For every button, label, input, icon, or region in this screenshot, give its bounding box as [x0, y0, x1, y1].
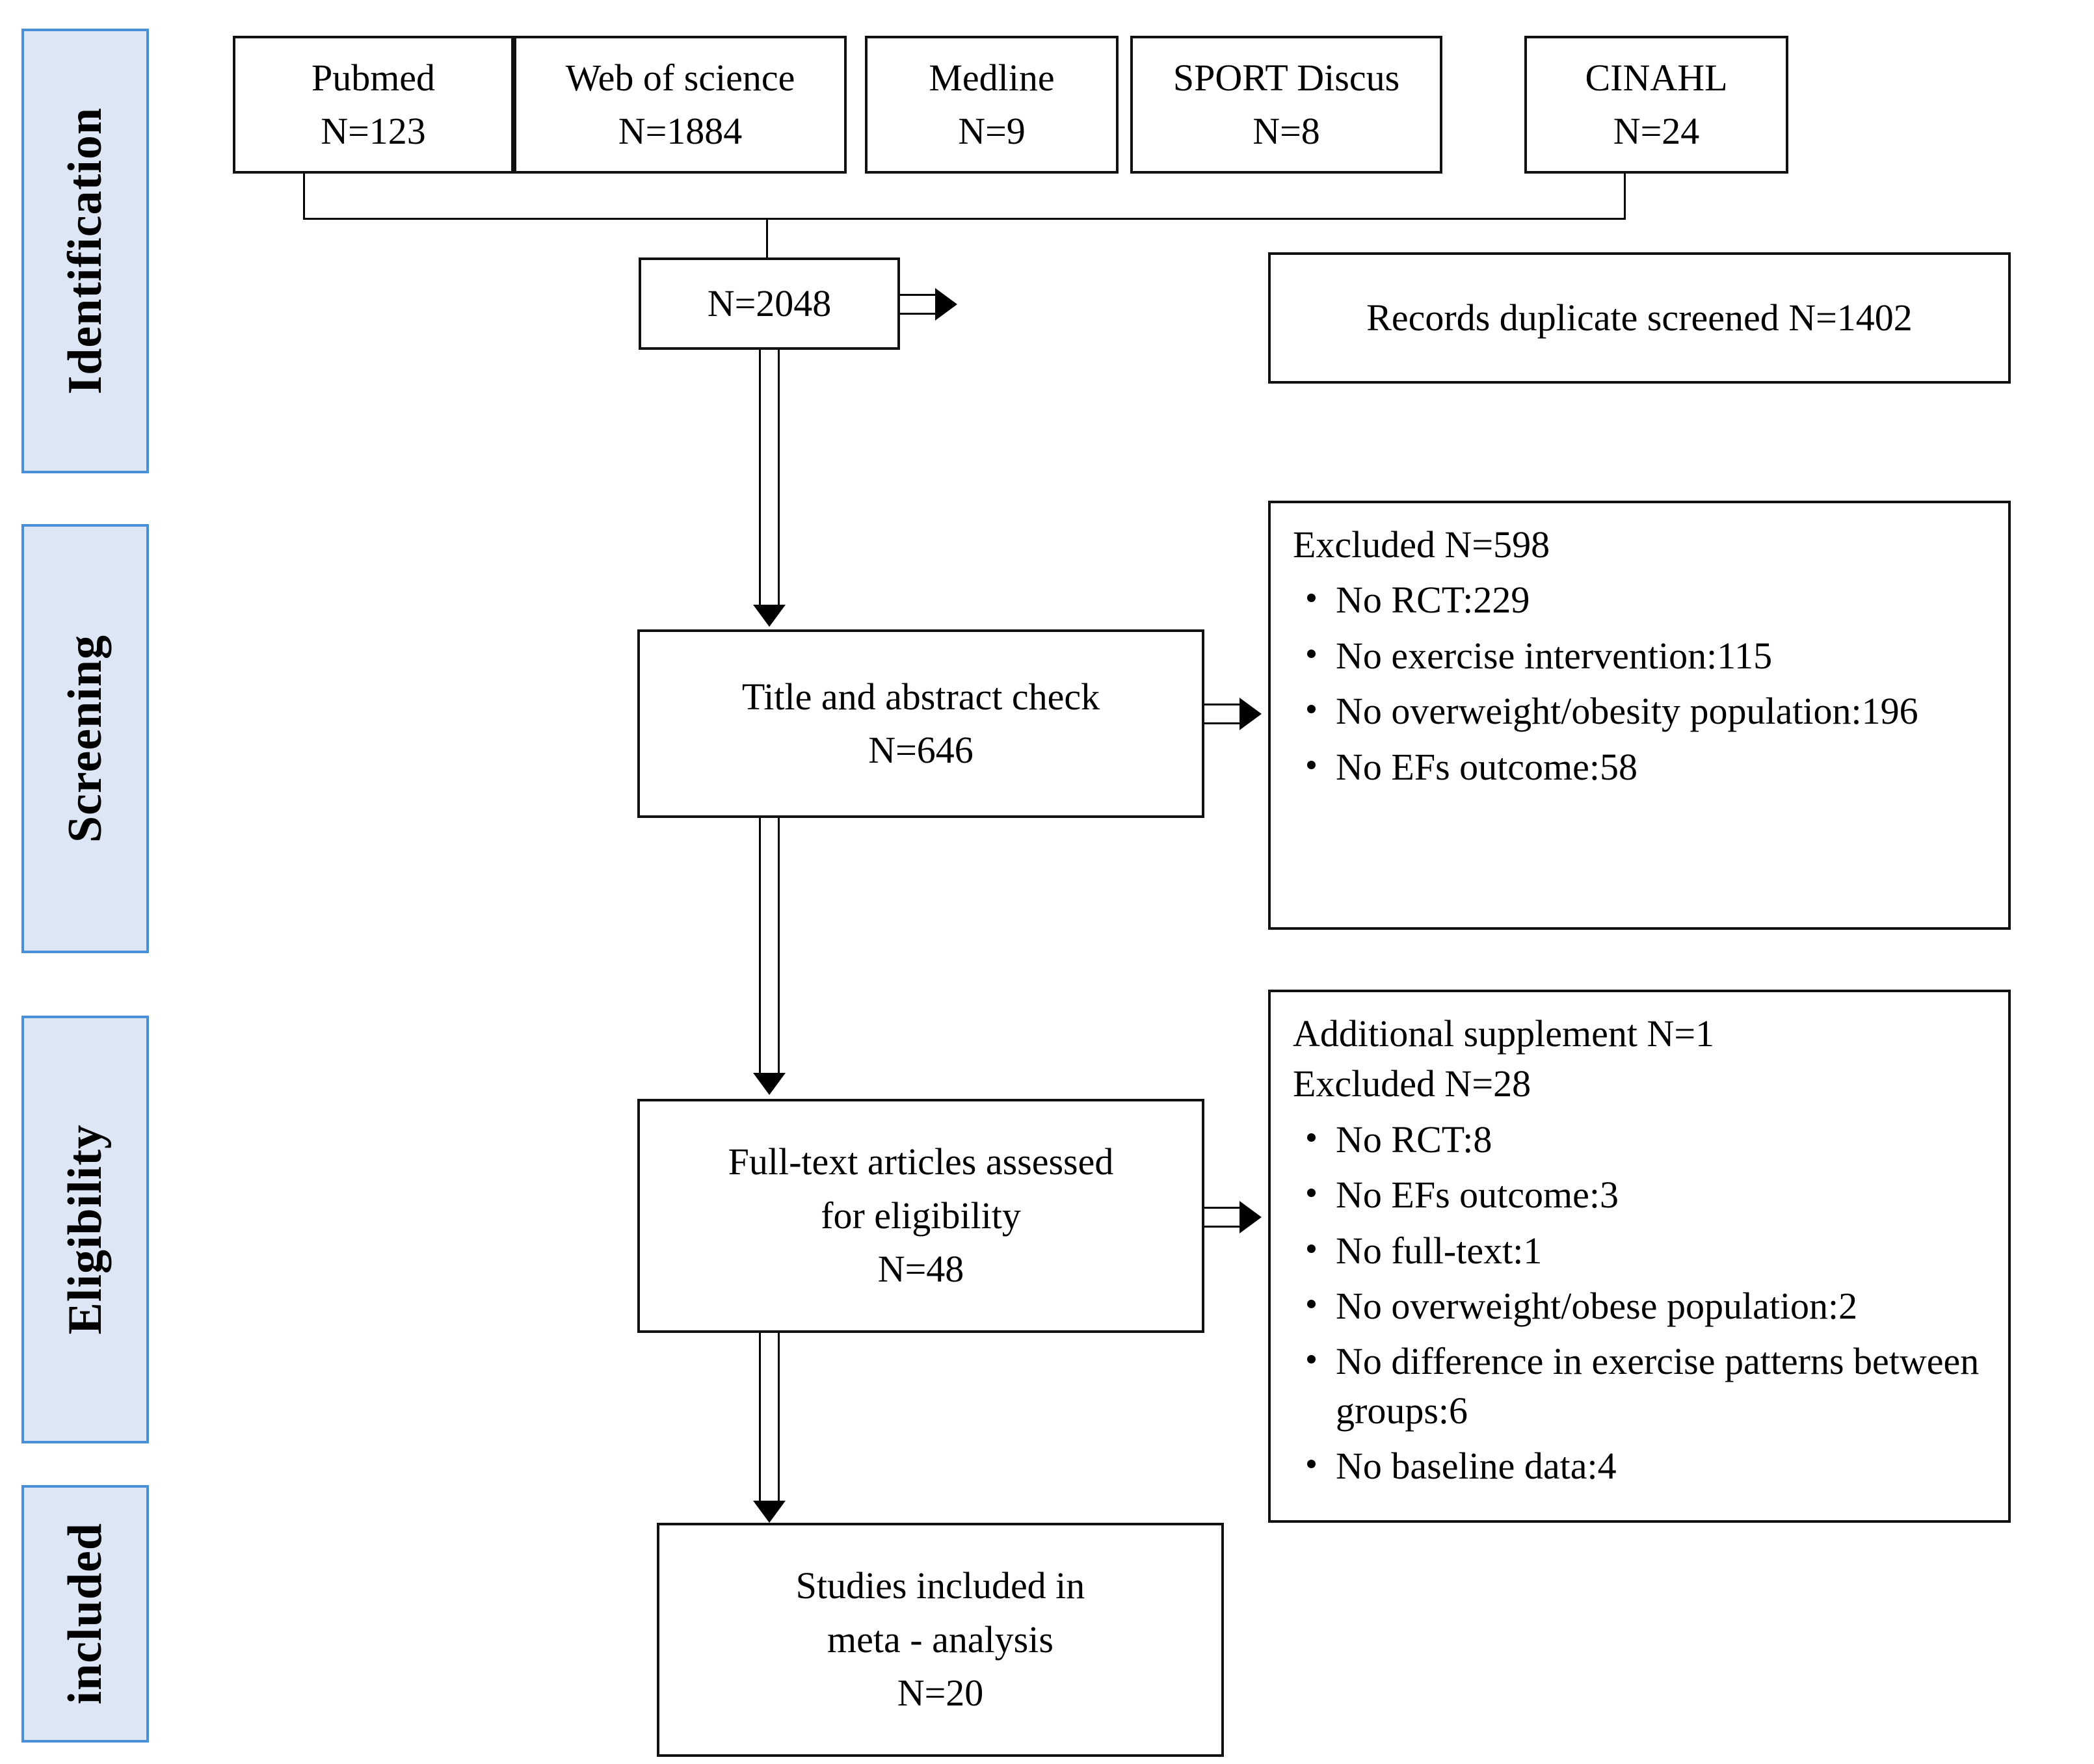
stage-label-included-text: included — [58, 1523, 112, 1705]
stage-label-eligibility-text: Eligibility — [58, 1124, 112, 1335]
arrow-to-eligibility-head — [753, 1073, 786, 1095]
source-name-sport-discus: SPORT Discus — [1173, 56, 1400, 99]
source-count-cinahl: N=24 — [1613, 110, 1700, 152]
arrow-screening-excluded-shaft — [1204, 704, 1242, 724]
arrow-to-screening-shaft — [759, 350, 780, 607]
arrow-to-included-head — [753, 1501, 786, 1523]
source-name-medline: Medline — [929, 56, 1055, 99]
stage-label-eligibility: Eligibility — [21, 1016, 149, 1443]
source-count-pubmed: N=123 — [321, 110, 426, 152]
list-item: No EFs outcome:58 — [1293, 743, 1989, 791]
list-item: No overweight/obesity population:196 — [1293, 687, 1989, 735]
screening-excluded-list: No RCT:229 No exercise intervention:115 … — [1293, 575, 1989, 791]
included-box-line2: meta - analysis — [827, 1618, 1054, 1661]
screening-box-line1: Title and abstract check — [741, 675, 1100, 718]
arrow-eligibility-excluded-shaft — [1204, 1207, 1242, 1228]
arrow-duplicates-head — [935, 288, 957, 321]
included-box: Studies included in meta - analysis N=20 — [657, 1523, 1224, 1757]
stage-label-included: included — [21, 1485, 149, 1743]
duplicates-text: Records duplicate screened N=1402 — [1366, 296, 1913, 339]
eligibility-excluded-header-2: Excluded N=28 — [1293, 1062, 1531, 1105]
arrow-screening-excluded-head — [1239, 698, 1262, 730]
eligibility-excluded-header-1: Additional supplement N=1 — [1293, 1012, 1715, 1055]
source-count-medline: N=9 — [958, 110, 1026, 152]
eligibility-box: Full-text articles assessed for eligibil… — [637, 1099, 1204, 1333]
arrow-to-screening-head — [753, 605, 786, 627]
arrow-to-eligibility-shaft — [759, 818, 780, 1075]
duplicates-box: Records duplicate screened N=1402 — [1268, 252, 2011, 384]
bracket-left-stub — [303, 174, 305, 219]
stage-label-identification: Identification — [21, 29, 149, 473]
eligibility-excluded-list: No RCT:8 No EFs outcome:3 No full-text:1… — [1293, 1115, 1989, 1491]
bracket-drop-line — [766, 218, 768, 258]
eligibility-box-line2: for eligibility — [821, 1194, 1021, 1237]
arrow-to-included-shaft — [759, 1333, 780, 1503]
list-item: No EFs outcome:3 — [1293, 1170, 1989, 1219]
list-item: No overweight/obese population:2 — [1293, 1282, 1989, 1330]
list-item: No difference in exercise patterns betwe… — [1293, 1337, 1989, 1435]
source-box-pubmed: Pubmed N=123 — [233, 36, 514, 174]
list-item: No full-text:1 — [1293, 1226, 1989, 1275]
eligibility-excluded-box: Additional supplement N=1 Excluded N=28 … — [1268, 990, 2011, 1523]
bracket-right-stub — [1624, 174, 1626, 219]
list-item: No RCT:8 — [1293, 1115, 1989, 1164]
screening-excluded-box: Excluded N=598 No RCT:229 No exercise in… — [1268, 501, 2011, 930]
source-box-sport-discus: SPORT Discus N=8 — [1130, 36, 1442, 174]
stage-label-screening-text: Screening — [58, 634, 112, 843]
source-box-web-of-science: Web of science N=1884 — [514, 36, 847, 174]
arrow-eligibility-excluded-head — [1239, 1201, 1262, 1233]
source-count-web-of-science: N=1884 — [618, 110, 743, 152]
source-name-web-of-science: Web of science — [565, 56, 795, 99]
source-name-pubmed: Pubmed — [311, 56, 436, 99]
total-records-count: N=2048 — [707, 282, 832, 324]
arrow-duplicates-shaft — [900, 294, 938, 315]
bracket-spine — [303, 218, 1626, 220]
screening-excluded-header: Excluded N=598 — [1293, 523, 1550, 566]
list-item: No exercise intervention:115 — [1293, 631, 1989, 680]
source-name-cinahl: CINAHL — [1585, 56, 1728, 99]
total-records-box: N=2048 — [639, 257, 900, 350]
included-box-line1: Studies included in — [795, 1564, 1085, 1607]
eligibility-box-line3: N=48 — [877, 1248, 964, 1291]
list-item: No RCT:229 — [1293, 575, 1989, 624]
source-box-medline: Medline N=9 — [865, 36, 1119, 174]
stage-label-identification-text: Identification — [58, 107, 112, 395]
screening-box: Title and abstract check N=646 — [637, 629, 1204, 818]
list-item: No baseline data:4 — [1293, 1441, 1989, 1490]
screening-box-line2: N=646 — [868, 729, 974, 771]
eligibility-box-line1: Full-text articles assessed — [728, 1140, 1114, 1183]
stage-label-screening: Screening — [21, 524, 149, 953]
included-box-line3: N=20 — [897, 1672, 984, 1715]
source-box-cinahl: CINAHL N=24 — [1524, 36, 1788, 174]
source-count-sport-discus: N=8 — [1252, 110, 1320, 152]
